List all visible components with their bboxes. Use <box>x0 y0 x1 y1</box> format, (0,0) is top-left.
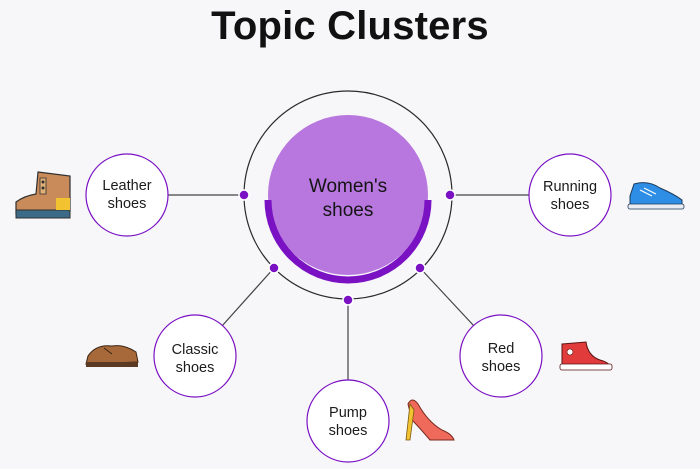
page-title: Topic Clusters <box>211 4 489 48</box>
node-running <box>528 153 612 237</box>
dot-red <box>414 262 426 274</box>
node-label-classic: Classic shoes <box>171 342 219 376</box>
boot-icon <box>15 171 71 219</box>
oxford-shoe-icon <box>85 345 139 367</box>
connector-lines <box>168 194 530 380</box>
node-label-running: Running shoes <box>542 179 598 213</box>
high-top-sneaker-icon <box>559 341 613 371</box>
node-classic <box>153 314 237 398</box>
node-pump <box>306 379 390 463</box>
node-leather <box>85 153 169 237</box>
hub-accent-arc <box>264 199 432 284</box>
dot-classic <box>268 262 280 274</box>
dot-leather <box>238 189 250 201</box>
connector-red <box>419 267 475 327</box>
hub-label: Women's shoes <box>308 176 388 221</box>
sneaker-icon <box>627 182 685 210</box>
junction-dots <box>238 189 456 306</box>
hub-circle <box>268 115 428 275</box>
node-red <box>459 314 543 398</box>
node-label-leather: Leather shoes <box>102 178 152 212</box>
node-label-red: Red shoes <box>481 341 521 375</box>
connector-classic <box>221 267 275 327</box>
node-label-pump: Pump shoes <box>328 405 368 439</box>
high-heel-icon <box>405 399 455 441</box>
dot-pump <box>342 294 354 306</box>
dot-running <box>444 189 456 201</box>
